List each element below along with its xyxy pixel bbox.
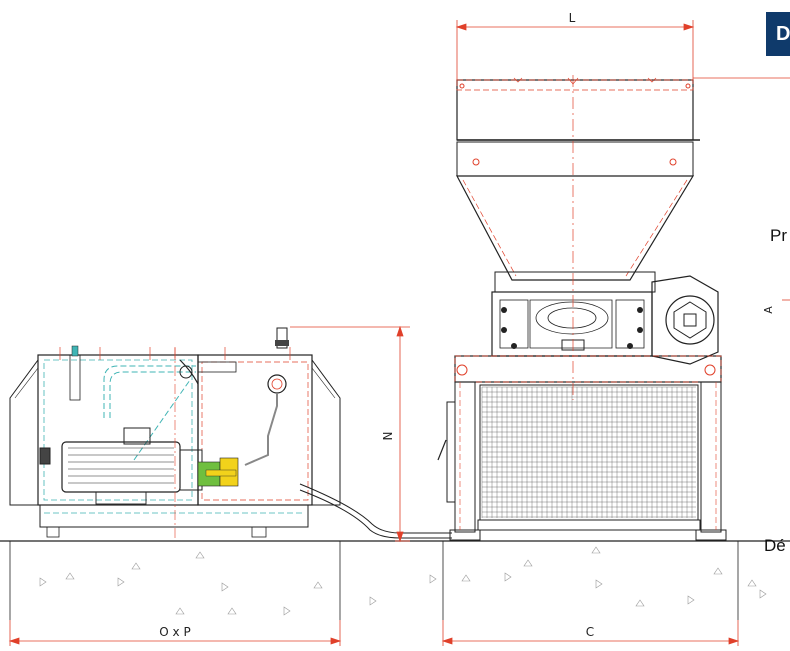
dim-label-C: C [586, 625, 594, 639]
dim-label-N: N [381, 432, 395, 441]
dimension-OxP [8, 620, 342, 646]
dimension-C [441, 620, 740, 646]
dimension-N [290, 325, 410, 543]
dimension-L [455, 20, 695, 80]
side-label-pr: Pr [770, 226, 787, 245]
side-label-de: Dé [764, 536, 786, 555]
dim-label-L: L [569, 11, 576, 25]
power-unit [9, 327, 452, 540]
dim-label-A: A [762, 306, 775, 314]
shredder [437, 75, 727, 541]
dim-label-OxP: O x P [159, 625, 190, 639]
foundation-right [369, 541, 767, 620]
section-tag: D [766, 12, 790, 56]
foundation-left [9, 541, 341, 620]
